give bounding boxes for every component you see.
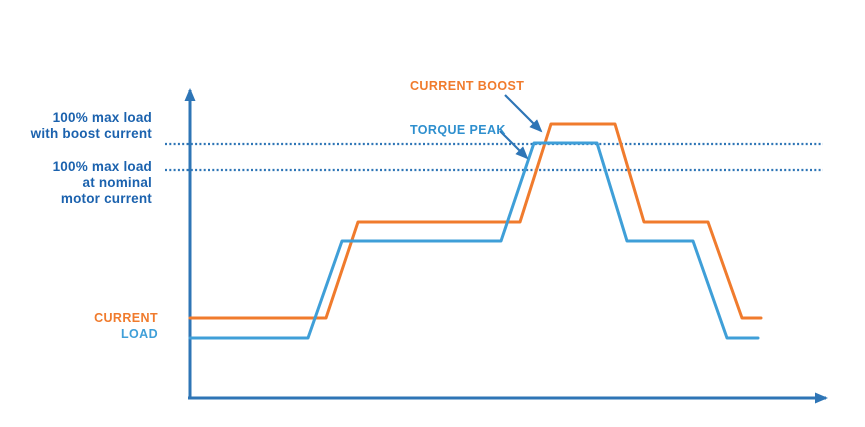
annotation-arrow-torque-peak: [499, 130, 529, 160]
series-load-line: [188, 141, 760, 340]
ref-label-max-load-boost: 100% max load with boost current: [30, 110, 152, 141]
annotation-arrows-group: [499, 94, 543, 160]
series-lines-group: [188, 122, 763, 340]
current-boost-label: CURRENT BOOST: [410, 79, 525, 93]
torque-peak-label: TORQUE PEAK: [410, 123, 506, 137]
load-series-label: LOAD: [120, 327, 158, 341]
series-current-line: [188, 122, 763, 320]
current-series-label: CURRENT: [94, 311, 158, 325]
reference-lines-group: [165, 142, 823, 172]
annotation-arrow-current-boost: [504, 94, 543, 133]
axes-group: [184, 88, 828, 404]
ref-label-max-load-nominal: 100% max load at nominal motor current: [52, 159, 152, 206]
